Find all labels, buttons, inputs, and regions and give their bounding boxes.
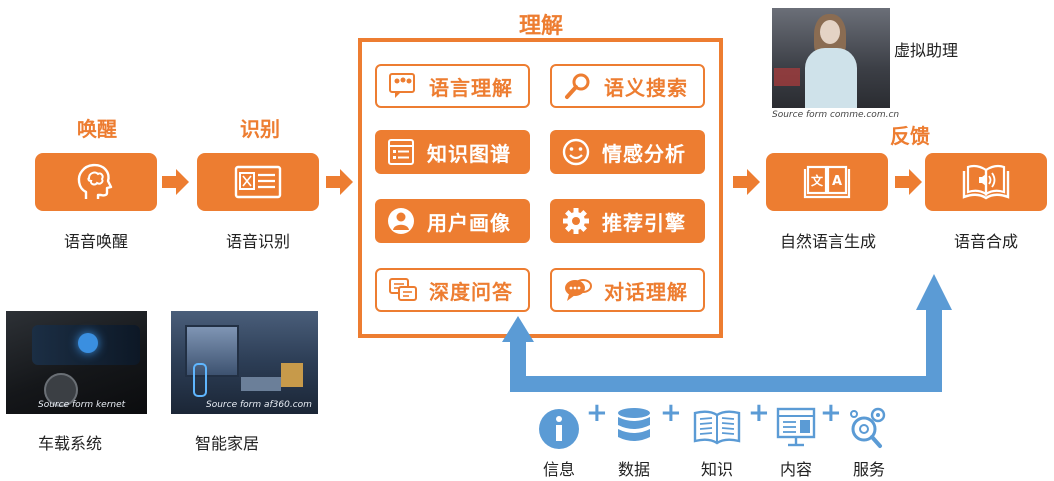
tile-label: 深度问答 [429, 279, 513, 304]
tile-sentiment-analysis: 情感分析 [550, 130, 705, 174]
flow-arrow-1 [162, 169, 189, 195]
tile-label: 语义搜索 [604, 75, 688, 100]
nlg-label: 自然语言生成 [779, 232, 876, 251]
tile-dialog-understanding: 对话理解 [550, 268, 705, 312]
plus-sign: + [748, 398, 770, 428]
wake-title: 唤醒 [77, 117, 117, 141]
recognize-box [197, 153, 319, 211]
car-system-label: 车载系统 [38, 434, 103, 453]
virtual-assistant-photo [772, 8, 890, 108]
smart-home-source: Source form af360.com [206, 400, 312, 410]
tts-box [925, 153, 1047, 211]
understanding-frame: 语言理解 语义搜索 知识图谱 情感分析 用户画像 [358, 38, 723, 338]
plus-sign: + [586, 398, 608, 428]
tile-deep-qa: 深度问答 [375, 268, 530, 312]
knowledge-label: 知识 [700, 460, 733, 479]
smart-home-photo [171, 311, 318, 414]
virtual-assistant-label: 虚拟助理 [894, 41, 959, 60]
content-label: 内容 [779, 460, 812, 479]
home-fireplace [281, 363, 303, 387]
gear-icon [556, 204, 596, 238]
home-mic-glow [193, 363, 207, 397]
nlg-box: 文 A [766, 153, 888, 211]
qa-document-icon [383, 273, 423, 307]
tile-label: 对话理解 [604, 279, 688, 304]
info-icon [539, 409, 579, 449]
smiley-icon [556, 135, 596, 169]
car-knob [44, 373, 78, 407]
assistant-figure-face [820, 20, 840, 44]
list-document-icon [381, 135, 421, 169]
car-system-photo [6, 311, 147, 414]
audio-book-icon [962, 164, 1010, 200]
recognize-label: 语音识别 [225, 232, 290, 251]
tile-knowledge-graph: 知识图谱 [375, 130, 530, 174]
wake-box [35, 153, 157, 211]
assistant-figure-body [805, 48, 857, 108]
flow-arrow-4 [895, 169, 922, 195]
wake-label: 语音唤醒 [63, 232, 128, 251]
tile-recommendation-engine: 推荐引擎 [550, 199, 705, 243]
open-book-icon [693, 410, 741, 445]
service-label: 服务 [852, 460, 885, 479]
user-avatar-icon [381, 204, 421, 238]
smart-home-label: 智能家居 [195, 434, 260, 453]
chat-bubbles-icon [383, 69, 423, 103]
plus-sign: + [660, 398, 682, 428]
info-label: 信息 [542, 460, 575, 479]
car-system-source: Source form kernet [38, 400, 126, 410]
flow-arrow-3 [733, 169, 760, 195]
tile-label: 情感分析 [602, 141, 686, 166]
assistant-left-sign [774, 68, 800, 86]
tile-language-understanding: 语言理解 [375, 64, 530, 108]
virtual-assistant-source: Source form comme.com.cn [772, 110, 900, 120]
tile-label: 语言理解 [429, 75, 513, 100]
magnifier-icon [558, 69, 598, 103]
tile-label: 用户画像 [427, 210, 511, 235]
svg-text:文: 文 [811, 173, 824, 188]
home-sofa [241, 377, 281, 391]
car-dashboard-glow [78, 333, 98, 353]
tile-semantic-search: 语义搜索 [550, 64, 705, 108]
tts-label: 语音合成 [953, 232, 1018, 251]
plus-sign: + [820, 398, 842, 428]
translate-book-icon: 文 A [803, 165, 851, 199]
svg-text:A: A [832, 174, 842, 189]
id-card-icon [234, 165, 282, 199]
knowledge-flow-arrow [502, 274, 952, 392]
head-brain-icon [77, 163, 113, 199]
tile-label: 推荐引擎 [602, 210, 686, 235]
recognize-title: 识别 [240, 117, 280, 141]
data-label: 数据 [617, 460, 650, 479]
dialog-bubbles-icon [558, 273, 598, 307]
content-board-icon [776, 407, 816, 447]
understanding-title: 理解 [519, 14, 564, 39]
database-icon [618, 408, 650, 441]
tile-user-profile: 用户画像 [375, 199, 530, 243]
service-magnifier-icon [850, 407, 886, 448]
tile-label: 知识图谱 [427, 141, 511, 166]
feedback-title: 反馈 [890, 124, 930, 148]
flow-arrow-2 [326, 169, 353, 195]
